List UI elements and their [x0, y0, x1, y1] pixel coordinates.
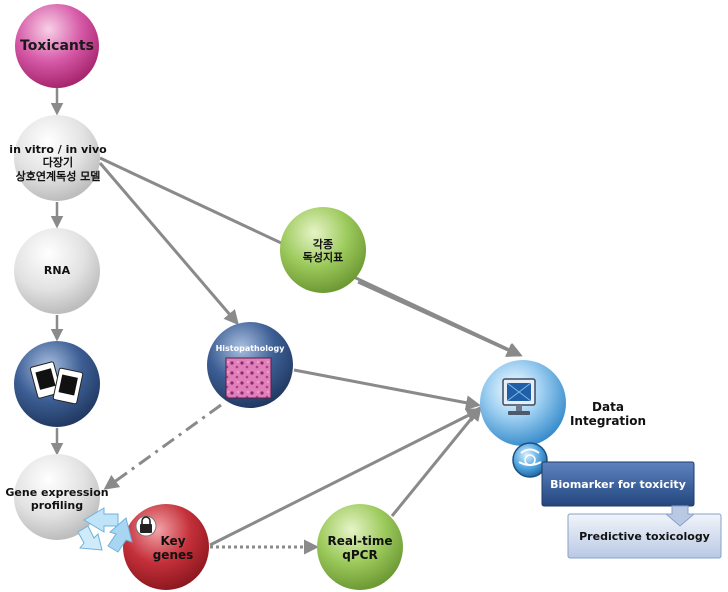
arrow-indicators-to-data-integration [357, 280, 522, 357]
arrow-histopathology-to-data-integration [293, 368, 481, 411]
globe-icon [512, 442, 548, 478]
key-genes-label: Key genes [152, 533, 194, 562]
biomarker-box [541, 461, 695, 507]
toxicants-node [15, 4, 99, 88]
arrow-model-to-histopathology [98, 162, 239, 326]
predictive-box [567, 513, 722, 559]
qpcr-label: Real-time qPCR [327, 533, 393, 562]
qpcr-node [317, 504, 403, 590]
biomarker-label: Biomarker for toxicity [550, 477, 686, 491]
histopathology-label: Histopathology [215, 344, 285, 354]
box-down-arrow [664, 505, 696, 527]
connectors [50, 88, 523, 555]
data-integration-label: Data Integration [569, 399, 647, 428]
gene-expression-node [14, 454, 100, 540]
arrow-histopathology-to-profiling-dashed [103, 403, 222, 490]
arrow-keygenes-to-data-integration [209, 408, 482, 547]
indicators-node [280, 207, 366, 293]
arrow-qpcr-to-data-integration [390, 405, 482, 517]
microarray-slides-icon [29, 361, 84, 405]
rna-node [14, 228, 100, 314]
model-label: in vitro / in vivo 다장기 상호연계독성 모델 [9, 143, 107, 183]
toxicants-label: Toxicants [20, 37, 94, 54]
tissue-image [225, 357, 272, 399]
lock-icon [135, 515, 157, 537]
recycle-arrows-icon [77, 507, 133, 553]
predictive-label: Predictive toxicology [579, 529, 710, 543]
gene-expression-label: Gene expression profiling [5, 485, 109, 512]
rna-label: RNA [43, 264, 71, 278]
indicators-label: 각종 독성지표 [302, 237, 344, 264]
model-node [14, 115, 100, 201]
computer-monitor-icon [502, 378, 536, 415]
